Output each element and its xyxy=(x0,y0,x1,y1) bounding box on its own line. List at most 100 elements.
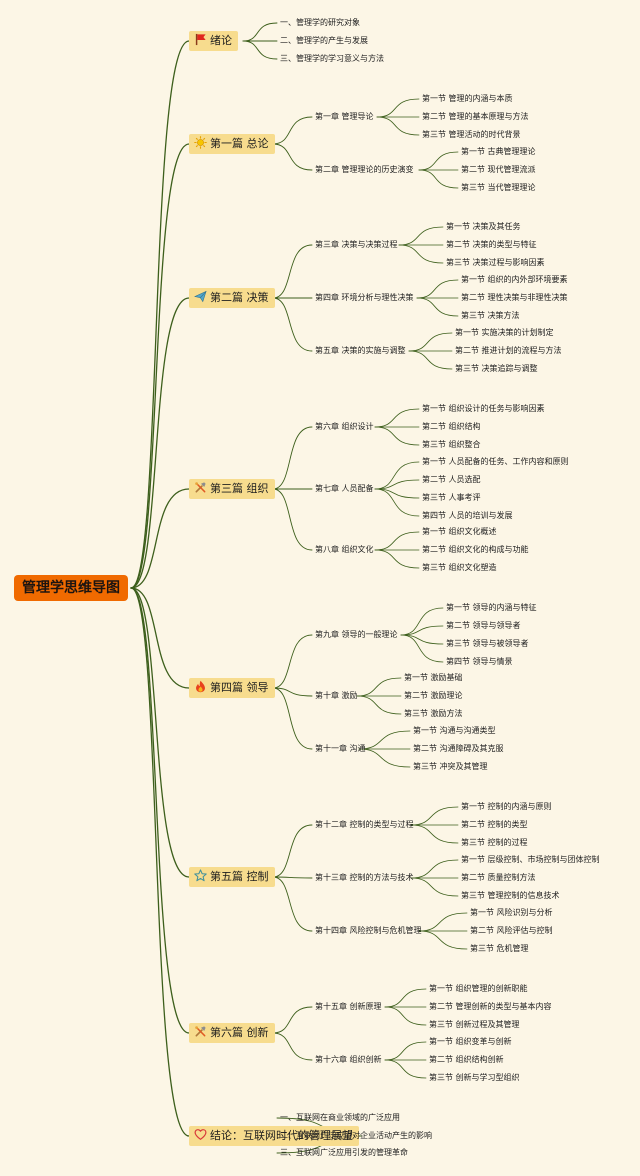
section-node[interactable]: 第三节 领导与被领导者 xyxy=(446,638,529,650)
section-node[interactable]: 第一节 沟通与沟通类型 xyxy=(413,725,496,737)
section-node[interactable]: 第二节 激励理论 xyxy=(404,690,463,702)
chapter-node[interactable]: 第一章 管理导论 xyxy=(315,111,374,123)
section-node[interactable]: 第一节 管理的内涵与本质 xyxy=(422,93,513,105)
section-node-label: 第一节 层级控制、市场控制与团体控制 xyxy=(461,855,600,864)
part-node[interactable]: 第三篇 组织 xyxy=(189,479,275,499)
section-node[interactable]: 第三节 决策方法 xyxy=(461,310,520,322)
section-node[interactable]: 第二节 推进计划的流程与方法 xyxy=(455,345,562,357)
chapter-node[interactable]: 第七章 人员配备 xyxy=(315,483,374,495)
section-node[interactable]: 第三节 管理控制的信息技术 xyxy=(461,890,560,902)
section-node[interactable]: 第三节 管理活动的时代背景 xyxy=(422,129,521,141)
section-node[interactable]: 第三节 组织整合 xyxy=(422,439,481,451)
chapter-node[interactable]: 第八章 组织文化 xyxy=(315,544,374,556)
part-to-chapter-link xyxy=(272,1006,313,1034)
section-node[interactable]: 第二节 决策的类型与特征 xyxy=(446,239,537,251)
chapter-to-section-link xyxy=(374,408,420,428)
part-node[interactable]: 绪论 xyxy=(189,31,238,51)
section-node[interactable]: 第一节 风险识别与分析 xyxy=(470,907,553,919)
part-node[interactable]: 第一篇 总论 xyxy=(189,134,275,154)
section-node[interactable]: 第二节 理性决策与非理性决策 xyxy=(461,292,568,304)
section-node[interactable]: 第二节 组织结构 xyxy=(422,421,481,433)
part-node[interactable]: 第五篇 控制 xyxy=(189,867,275,887)
section-node[interactable]: 第二节 质量控制方法 xyxy=(461,872,536,884)
root-to-part-link xyxy=(130,40,190,589)
section-node[interactable]: 第一节 组织设计的任务与影响因素 xyxy=(422,403,545,415)
part-node[interactable]: 第四篇 领导 xyxy=(189,678,275,698)
chapter-to-section-link xyxy=(408,332,453,352)
section-node[interactable]: 第三节 组织文化塑造 xyxy=(422,562,497,574)
chapter-node[interactable]: 第十六章 组织创新 xyxy=(315,1054,382,1066)
section-node[interactable]: 第三节 人事考评 xyxy=(422,492,481,504)
chapter-node-label: 第十四章 风险控制与危机管理 xyxy=(315,926,422,935)
part-node[interactable]: 第六篇 创新 xyxy=(189,1023,275,1043)
topic-item[interactable]: 三、管理学的学习意义与方法 xyxy=(280,53,384,65)
section-node[interactable]: 第一节 决策及其任务 xyxy=(446,221,521,233)
section-node[interactable]: 第二节 领导与领导者 xyxy=(446,620,521,632)
part-node-label: 第一篇 总论 xyxy=(210,137,269,150)
section-node[interactable]: 第一节 实施决策的计划制定 xyxy=(455,327,554,339)
chapter-node[interactable]: 第三章 决策与决策过程 xyxy=(315,239,398,251)
red-flag-icon xyxy=(194,33,207,46)
chapter-to-section-link xyxy=(384,988,427,1008)
section-node[interactable]: 第三节 激励方法 xyxy=(404,708,463,720)
section-node[interactable]: 第一节 组织管理的创新职能 xyxy=(429,983,528,995)
section-node[interactable]: 第一节 层级控制、市场控制与团体控制 xyxy=(461,854,600,866)
section-node[interactable]: 第四节 人员的培训与发展 xyxy=(422,510,513,522)
chapter-to-section-link xyxy=(384,1059,427,1079)
chapter-node[interactable]: 第十二章 控制的类型与过程 xyxy=(315,819,414,831)
section-node[interactable]: 第二节 组织文化的构成与功能 xyxy=(422,544,529,556)
section-node[interactable]: 第一节 领导的内涵与特征 xyxy=(446,602,537,614)
chapter-node[interactable]: 第十一章 沟通 xyxy=(315,743,366,755)
topic-item[interactable]: 一、互联网在商业领域的广泛应用 xyxy=(280,1112,400,1124)
section-node[interactable]: 第一节 人员配备的任务、工作内容和原则 xyxy=(422,456,569,468)
topic-item[interactable]: 三、互联网广泛应用引发的管理革命 xyxy=(280,1147,408,1159)
part-to-chapter-link xyxy=(272,116,313,145)
section-node[interactable]: 第二节 现代管理流派 xyxy=(461,164,536,176)
section-node[interactable]: 第三节 控制的过程 xyxy=(461,837,528,849)
section-node[interactable]: 第二节 控制的类型 xyxy=(461,819,528,831)
topic-item-label: 三、管理学的学习意义与方法 xyxy=(280,54,384,63)
topic-item[interactable]: 一、管理学的研究对象 xyxy=(280,17,360,29)
paper-plane-icon xyxy=(194,290,207,303)
chapter-node[interactable]: 第六章 组织设计 xyxy=(315,421,374,433)
chapter-node[interactable]: 第五章 决策的实施与调整 xyxy=(315,345,406,357)
chapter-node[interactable]: 第十五章 创新原理 xyxy=(315,1001,382,1013)
section-node[interactable]: 第一节 控制的内涵与原则 xyxy=(461,801,552,813)
section-node-label: 第一节 领导的内涵与特征 xyxy=(446,603,537,612)
section-node[interactable]: 第三节 创新过程及其管理 xyxy=(429,1019,520,1031)
section-node[interactable]: 第二节 风险评估与控制 xyxy=(470,925,553,937)
section-node[interactable]: 第三节 危机管理 xyxy=(470,943,529,955)
section-node-label: 第三节 管理控制的信息技术 xyxy=(461,891,560,900)
section-node[interactable]: 第三节 创新与学习型组织 xyxy=(429,1072,520,1084)
topic-item[interactable]: 二、管理学的产生与发展 xyxy=(280,35,368,47)
section-node[interactable]: 第一节 组织文化概述 xyxy=(422,526,497,538)
chapter-node[interactable]: 第二章 管理理论的历史演变 xyxy=(315,164,414,176)
section-node[interactable]: 第二节 沟通障碍及其克服 xyxy=(413,743,504,755)
section-node[interactable]: 第三节 冲突及其管理 xyxy=(413,761,488,773)
chapter-node[interactable]: 第十四章 风险控制与危机管理 xyxy=(315,925,422,937)
section-node-label: 第一节 决策及其任务 xyxy=(446,222,521,231)
section-node[interactable]: 第一节 组织的内外部环境要素 xyxy=(461,274,568,286)
chapter-node[interactable]: 第四章 环境分析与理性决策 xyxy=(315,292,414,304)
part-node[interactable]: 结论：互联网时代的管理展望 xyxy=(189,1126,359,1146)
topic-item[interactable]: 二、互联网广泛应用对企业活动产生的影响 xyxy=(280,1130,432,1142)
section-node[interactable]: 第三节 决策追踪与调整 xyxy=(455,363,538,375)
section-node-label: 第三节 创新与学习型组织 xyxy=(429,1073,520,1082)
part-node[interactable]: 第二篇 决策 xyxy=(189,288,275,308)
section-node[interactable]: 第一节 组织变革与创新 xyxy=(429,1036,512,1048)
section-node[interactable]: 第四节 领导与情景 xyxy=(446,656,513,668)
section-node[interactable]: 第三节 决策过程与影响因素 xyxy=(446,257,545,269)
root-node[interactable]: 管理学思维导图 xyxy=(14,575,128,601)
chapter-node[interactable]: 第十三章 控制的方法与技术 xyxy=(315,872,414,884)
section-node[interactable]: 第二节 人员选配 xyxy=(422,474,481,486)
chapter-node[interactable]: 第九章 领导的一般理论 xyxy=(315,629,398,641)
section-node[interactable]: 第一节 古典管理理论 xyxy=(461,146,536,158)
section-node[interactable]: 第二节 管理的基本原理与方法 xyxy=(422,111,529,123)
section-node[interactable]: 第二节 管理创新的类型与基本内容 xyxy=(429,1001,552,1013)
section-node[interactable]: 第三节 当代管理理论 xyxy=(461,182,536,194)
section-node-label: 第三节 决策方法 xyxy=(461,311,520,320)
chapter-node-label: 第一章 管理导论 xyxy=(315,112,374,121)
section-node[interactable]: 第二节 组织结构创新 xyxy=(429,1054,504,1066)
chapter-node[interactable]: 第十章 激励 xyxy=(315,690,358,702)
section-node[interactable]: 第一节 激励基础 xyxy=(404,672,463,684)
